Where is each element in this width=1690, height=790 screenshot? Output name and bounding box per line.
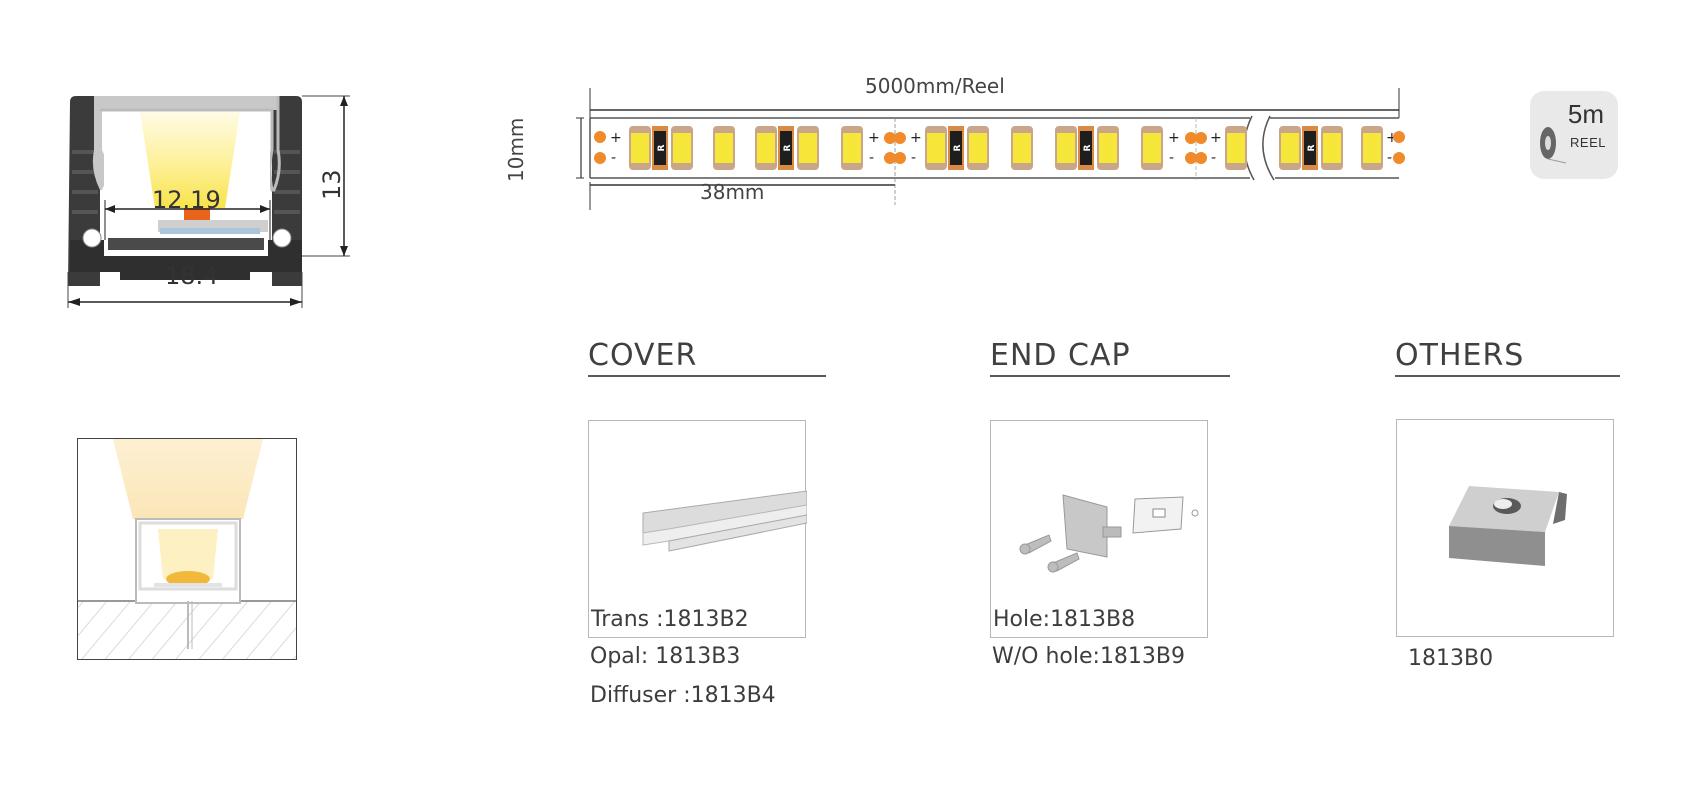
- inner-width-label: 12.19: [152, 186, 221, 214]
- svg-text:+: +: [1210, 130, 1222, 146]
- installation-diagram: [77, 438, 297, 660]
- others-rule: [1395, 375, 1620, 377]
- svg-text:-: -: [1211, 150, 1216, 166]
- width-label: 18.4: [165, 262, 219, 290]
- height-label: 13: [318, 169, 346, 200]
- cover-title: COVER: [588, 338, 698, 373]
- end-cap-rule: [990, 375, 1230, 377]
- cover-rule: [588, 375, 826, 377]
- others-title: OTHERS: [1395, 338, 1525, 373]
- svg-text:-: -: [1169, 150, 1174, 166]
- others-section: OTHERS: [1395, 338, 1620, 377]
- cover-trans-label: Trans :1813B2: [591, 607, 749, 632]
- reel-length-badge: 5m: [1567, 99, 1604, 129]
- reel-coil-icon: [1540, 127, 1566, 164]
- reel-badge-label: REEL: [1570, 135, 1606, 150]
- led-strip-diagram: + - R + - +: [504, 70, 1630, 230]
- reel-length-label: 5000mm/Reel: [865, 74, 1005, 98]
- end-cap-section: END CAP: [990, 338, 1230, 377]
- end-cap-title: END CAP: [990, 338, 1131, 373]
- end-cap-no-hole-label: W/O hole:1813B9: [992, 644, 1186, 669]
- svg-text:+: +: [1386, 130, 1398, 146]
- svg-text:-: -: [611, 150, 616, 166]
- svg-text:+: +: [910, 130, 922, 146]
- mounting-clip-icon: [1449, 486, 1567, 566]
- cut-length-label: 38mm: [700, 180, 765, 204]
- profile-cross-section: 12.19 18.4 13: [60, 90, 380, 330]
- end-cap-parts-icon: [1019, 494, 1199, 573]
- profile-drawing-icon: [67, 95, 350, 308]
- cover-product-box: Trans :1813B2: [588, 420, 807, 638]
- end-cap-product-box: Hole:1813B8: [990, 420, 1208, 638]
- cover-strip-icon: [642, 490, 807, 552]
- svg-text:+: +: [868, 130, 880, 146]
- recessed-install-icon: [78, 439, 296, 659]
- svg-text:-: -: [911, 150, 916, 166]
- cover-section: COVER: [588, 338, 828, 377]
- others-part-label: 1813B0: [1408, 646, 1494, 671]
- cover-diffuser-label: Diffuser :1813B4: [590, 683, 776, 708]
- svg-text:-: -: [869, 150, 874, 166]
- svg-text:+: +: [610, 130, 622, 146]
- svg-text:-: -: [1387, 150, 1392, 166]
- end-cap-hole-label: Hole:1813B8: [993, 607, 1136, 632]
- others-product-box: [1396, 419, 1614, 637]
- cover-opal-label: Opal: 1813B3: [590, 644, 741, 669]
- strip-width-label: 10mm: [504, 117, 528, 182]
- svg-text:+: +: [1168, 130, 1180, 146]
- led-strip-icon: + - R + - +: [576, 88, 1405, 210]
- reel-badge: 5m REEL: [1530, 91, 1618, 179]
